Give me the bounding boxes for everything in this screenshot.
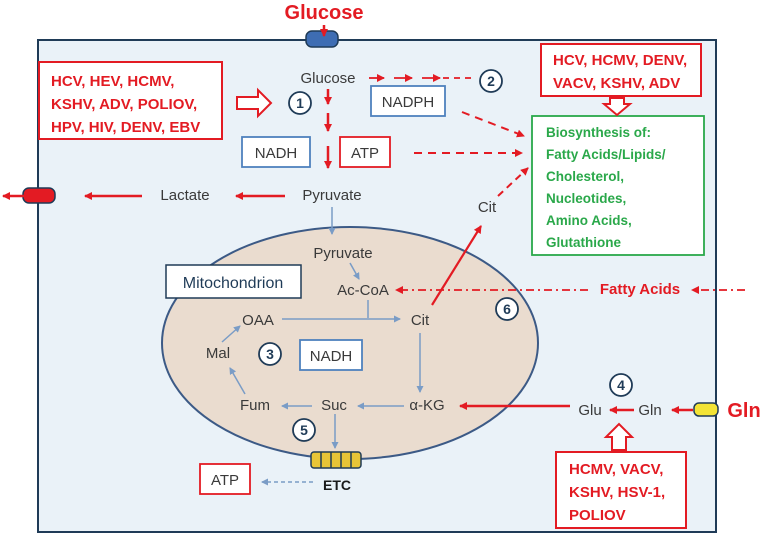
virus-line: HCMV, VACV, [569, 461, 663, 478]
glucose-input-label: Glucose [285, 2, 364, 24]
step-number: 6 [503, 301, 511, 317]
mitochondrion-label: Mitochondrion [183, 275, 284, 292]
fum-label: Fum [240, 397, 270, 414]
cit-out-label: Cit [478, 199, 497, 216]
glutamine-virus-list: HCMV, VACV, KSHV, HSV-1, POLIOV [569, 461, 665, 524]
etc-complex [310, 451, 362, 469]
step-number: 3 [266, 346, 274, 362]
nadh-mito-box [299, 339, 363, 371]
nadh-cyto-box [241, 136, 311, 168]
biosynthesis-line: Biosynthesis of: [546, 125, 651, 140]
glucose-label: Glucose [300, 70, 355, 87]
gln-label: Gln [638, 402, 661, 419]
gln-transporter [693, 402, 719, 417]
virus-line: POLIOV [569, 507, 626, 524]
gln-input-label: Gln [727, 400, 760, 422]
step-marker-4: 4 [609, 373, 633, 397]
lactate-transporter [22, 187, 56, 204]
virus-line: HCV, HCMV, DENV, [553, 52, 687, 69]
cit-export-arrow [431, 225, 482, 306]
step-marker-5: 5 [292, 418, 316, 442]
glycolysis-virus-box [38, 61, 223, 140]
step-marker-2: 2 [479, 69, 503, 93]
biosynthesis-line: Nucleotides, [546, 191, 626, 206]
etc-label: ETC [323, 477, 351, 493]
biosynthesis-text: Biosynthesis of: Fatty Acids/Lipids/ Cho… [546, 125, 666, 250]
glu-label: Glu [578, 402, 601, 419]
step-marker-6: 6 [495, 297, 519, 321]
suc-label: Suc [321, 397, 347, 414]
biosynthesis-virus-box [540, 43, 702, 97]
fum-to-mal-arrow [229, 367, 246, 395]
step-marker-1: 1 [288, 91, 312, 115]
nadph-to-biosynthesis-arrow [461, 111, 525, 138]
biosynthesis-line: Glutathione [546, 235, 621, 250]
mitochondrion-label-box [165, 264, 302, 299]
cit-label: Cit [411, 312, 430, 329]
step-number: 2 [487, 73, 495, 89]
step-number: 5 [300, 422, 308, 438]
atp-etc-box [199, 463, 251, 495]
nadh-mito-label: NADH [310, 348, 353, 365]
biosynthesis-box [531, 115, 705, 256]
nadh-cyto-label: NADH [255, 145, 298, 162]
mito-pyruvate-label: Pyruvate [313, 245, 372, 262]
mal-label: Mal [206, 345, 230, 362]
biosynthesis-line: Amino Acids, [546, 213, 632, 228]
accoa-label: Ac-CoA [337, 282, 389, 299]
step-number: 1 [296, 95, 304, 111]
atp-cyto-box [339, 136, 391, 168]
virus-line: VACV, KSHV, ADV [553, 75, 680, 92]
glutamine-virus-hollow-arrow [603, 422, 635, 451]
step-number: 4 [617, 377, 625, 393]
biosynthesis-virus-list: HCV, HCMV, DENV, VACV, KSHV, ADV [553, 52, 687, 92]
step-marker-3: 3 [258, 342, 282, 366]
pyruvate-to-accoa-arrow [349, 262, 360, 280]
glucose-transporter [305, 30, 339, 48]
glycolysis-virus-list: HCV, HEV, HCMV, KSHV, ADV, POLIOV, HPV, … [51, 73, 200, 136]
pyruvate-label: Pyruvate [302, 187, 361, 204]
biosynthesis-line: Cholesterol, [546, 169, 624, 184]
atp-etc-label: ATP [211, 472, 239, 489]
cit-to-biosynthesis-arrow [497, 167, 529, 197]
biosynthesis-virus-hollow-arrow [601, 97, 633, 117]
virus-line: KSHV, ADV, POLIOV, [51, 96, 197, 113]
virus-line: KSHV, HSV-1, [569, 484, 665, 501]
virus-line: HCV, HEV, HCMV, [51, 73, 174, 90]
lactate-label: Lactate [160, 187, 209, 204]
oaa-label: OAA [242, 312, 274, 329]
glycolysis-virus-hollow-arrow [236, 87, 273, 119]
biosynthesis-line: Fatty Acids/Lipids/ [546, 147, 666, 162]
virus-line: HPV, HIV, DENV, EBV [51, 119, 200, 136]
mal-to-oaa-arrow [221, 325, 241, 343]
nadph-box [370, 85, 446, 117]
nadph-label: NADPH [382, 94, 435, 111]
akg-label: α-KG [409, 397, 444, 414]
glutamine-virus-box [555, 451, 687, 529]
atp-cyto-label: ATP [351, 145, 379, 162]
fatty-acids-label: Fatty Acids [600, 281, 680, 298]
